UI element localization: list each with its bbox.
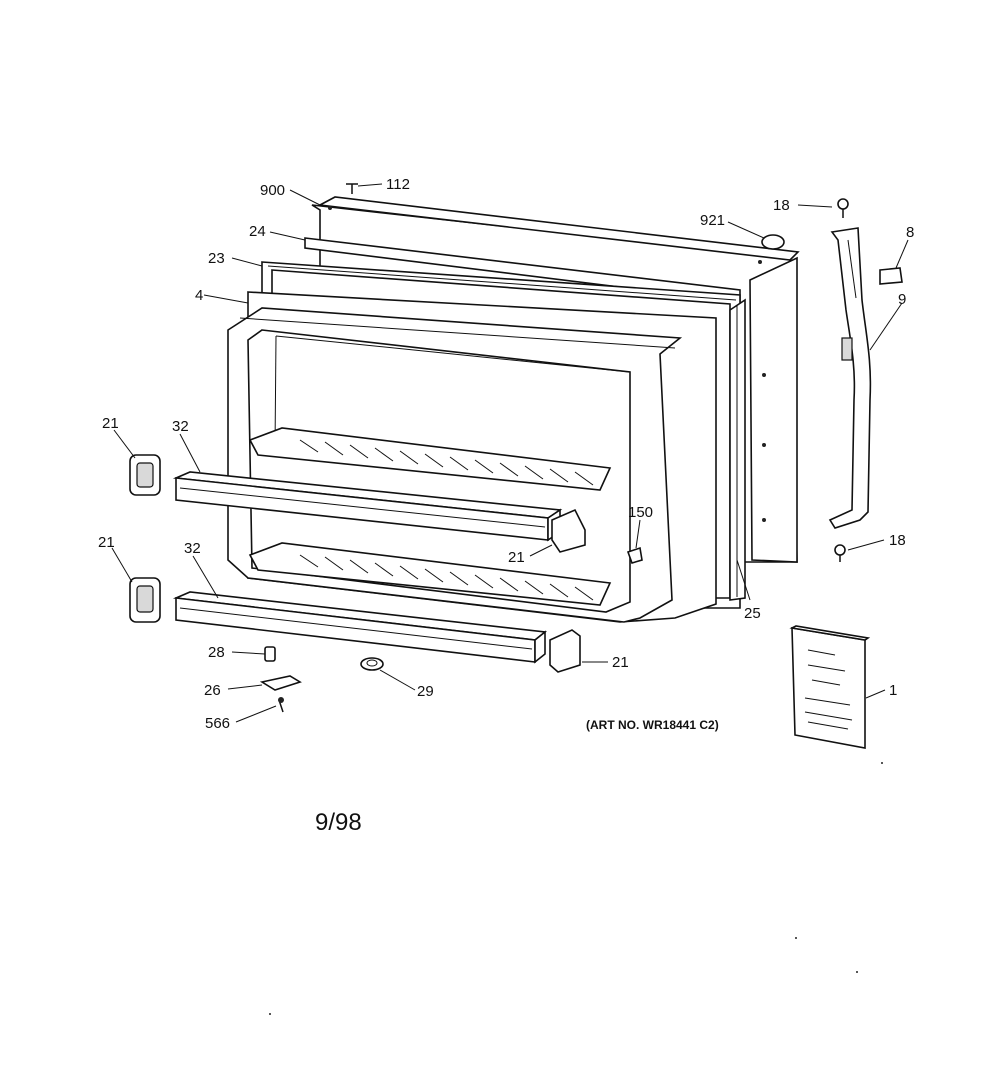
callout-18-bottom: 18	[889, 532, 906, 549]
callout-32-a: 32	[172, 418, 189, 435]
instruction-booklet	[789, 625, 871, 749]
upper-shelf-bar	[172, 471, 563, 542]
upper-shelf-grooves	[248, 427, 612, 491]
callout-labels: 900 112 921 18 8 24 23 4 9 21 32 21 150 …	[98, 176, 914, 836]
screw-top-18	[837, 198, 849, 218]
callout-21-d: 21	[612, 654, 629, 671]
callout-150: 150	[628, 504, 653, 521]
end-cap-upper-right	[551, 508, 586, 553]
scan-specks	[269, 762, 883, 1015]
callout-1: 1	[889, 682, 897, 699]
screw-112	[346, 183, 358, 194]
screw-566	[278, 697, 284, 713]
date-code: 9/98	[315, 809, 362, 836]
callout-112: 112	[386, 176, 410, 193]
callout-921: 921	[700, 212, 725, 229]
end-cap-upper-left	[129, 454, 161, 496]
lower-shelf-bar	[172, 591, 548, 664]
callout-32-b: 32	[184, 540, 201, 557]
callout-26: 26	[204, 682, 221, 699]
grommet-29	[360, 657, 384, 671]
callout-900: 900	[260, 182, 285, 199]
art-number: (ART NO. WR18441 C2)	[586, 718, 719, 732]
plug-921	[761, 234, 785, 250]
callout-8: 8	[906, 224, 914, 241]
door-spacer	[729, 298, 746, 601]
screw-150	[626, 546, 643, 564]
handle-clip	[879, 267, 903, 285]
callout-21-c: 21	[98, 534, 115, 551]
callout-25: 25	[744, 605, 761, 622]
callout-29: 29	[417, 683, 434, 700]
callout-24: 24	[249, 223, 266, 240]
screw-bottom-18	[834, 544, 846, 562]
end-cap-lower-left	[129, 577, 161, 623]
callout-28: 28	[208, 644, 225, 661]
callout-566: 566	[205, 715, 230, 732]
callout-23: 23	[208, 250, 225, 267]
callout-4: 4	[195, 287, 203, 304]
door-handle	[828, 227, 872, 529]
end-cap-lower-right	[549, 629, 581, 673]
leader-lines	[111, 183, 909, 723]
callout-21-b: 21	[508, 549, 525, 566]
callout-21-a: 21	[102, 415, 119, 432]
hinge-plate-26	[259, 675, 302, 691]
callout-9: 9	[898, 291, 906, 308]
callout-18-top: 18	[773, 197, 790, 214]
lower-shelf-grooves	[248, 542, 612, 606]
hinge-pin-28	[264, 646, 276, 662]
